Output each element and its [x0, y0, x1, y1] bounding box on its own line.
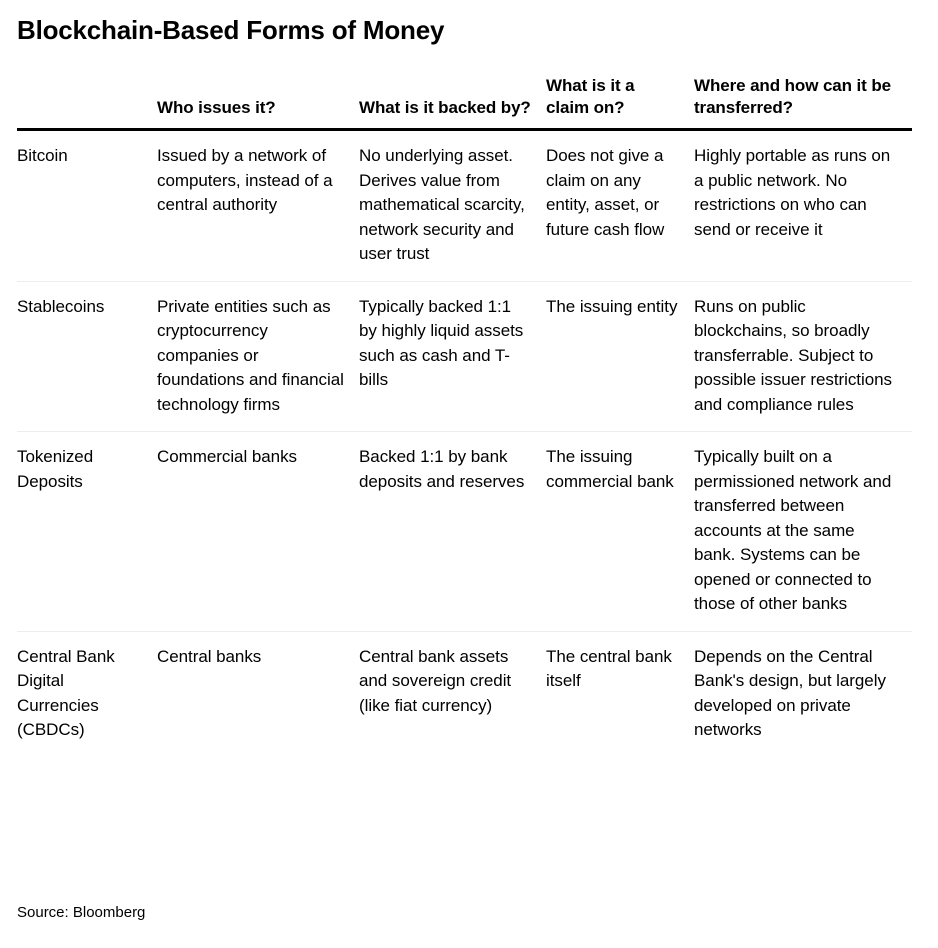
comparison-table: Who issues it? What is it backed by? Wha…: [17, 75, 912, 757]
column-header-blank: [17, 75, 157, 131]
cell-stablecoins-claim-on: The issuing entity: [546, 280, 694, 432]
row-label-cbdcs: Central Bank Digital Currencies (CBDCs): [17, 630, 157, 757]
column-header-backed-by: What is it backed by?: [359, 75, 546, 131]
cell-tokenized-deposits-backed-by: Backed 1:1 by bank deposits and reserves: [359, 431, 546, 631]
row-label-tokenized-deposits: Tokenized Deposits: [17, 431, 157, 631]
table-row: Tokenized Deposits Commercial banks Back…: [17, 431, 912, 631]
column-header-who-issues: Who issues it?: [157, 75, 359, 131]
table-row: Central Bank Digital Currencies (CBDCs) …: [17, 630, 912, 757]
table-row: Bitcoin Issued by a network of computers…: [17, 130, 912, 282]
cell-bitcoin-backed-by: No underlying asset. Derives value from …: [359, 146, 525, 263]
cell-bitcoin-issuer: Issued by a network of computers, instea…: [157, 146, 333, 214]
cell-stablecoins-issuer: Private entities such as cryptocurrency …: [157, 280, 359, 432]
row-label-stablecoins: Stablecoins: [17, 280, 157, 432]
cell-cbdcs-backed-by: Central bank assets and sovereign credit…: [359, 630, 546, 757]
cell-tokenized-deposits-claim-on: The issuing commercial bank: [546, 431, 694, 631]
table-header: Who issues it? What is it backed by? Wha…: [17, 75, 912, 131]
comparison-table-wrapper: Who issues it? What is it backed by? Wha…: [17, 75, 912, 757]
cell-stablecoins-transfer: Runs on public blockchains, so broadly t…: [694, 280, 912, 432]
column-header-transferred: Where and how can it be transferred?: [694, 75, 912, 131]
cell-tokenized-deposits-transfer: Typically built on a permissioned networ…: [694, 431, 912, 631]
cell-bitcoin-claim-on: Does not give a claim on any entity, ass…: [546, 146, 665, 239]
table-header-row: Who issues it? What is it backed by? Wha…: [17, 75, 912, 131]
cell-stablecoins-backed-by: Typically backed 1:1 by highly liquid as…: [359, 280, 546, 432]
page-title: Blockchain-Based Forms of Money: [17, 15, 445, 45]
cell-bitcoin-transfer: Highly portable as runs on a public netw…: [694, 146, 891, 239]
source-caption: Source: Bloomberg: [17, 904, 146, 921]
cell-cbdcs-claim-on: The central bank itself: [546, 630, 694, 757]
cell-cbdcs-issuer: Central banks: [157, 630, 359, 757]
table-row: Stablecoins Private entities such as cry…: [17, 280, 912, 432]
cell-tokenized-deposits-issuer: Commercial banks: [157, 431, 359, 631]
cell-cbdcs-transfer: Depends on the Central Bank's design, bu…: [694, 630, 912, 757]
table-body: Bitcoin Issued by a network of computers…: [17, 130, 912, 757]
column-header-claim-on: What is it a claim on?: [546, 75, 694, 131]
row-label-bitcoin: Bitcoin: [17, 146, 68, 165]
